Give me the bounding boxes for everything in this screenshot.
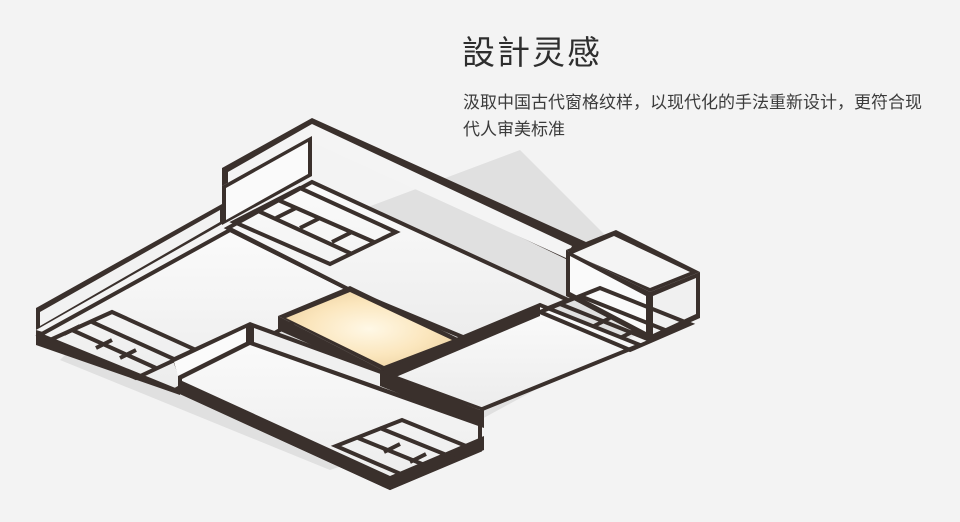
- lattice-right: [534, 285, 696, 353]
- lamp-right-lower-frame: [380, 305, 540, 426]
- description-text: 汲取中国古代窗格纹样，以现代化的手法重新设计，更符合现代人审美标准: [463, 93, 922, 140]
- lattice-top: [229, 185, 401, 267]
- lattice-bottom: [330, 417, 482, 481]
- lamp-back-top-box: [222, 118, 586, 262]
- page-title: 設計灵感: [462, 33, 602, 72]
